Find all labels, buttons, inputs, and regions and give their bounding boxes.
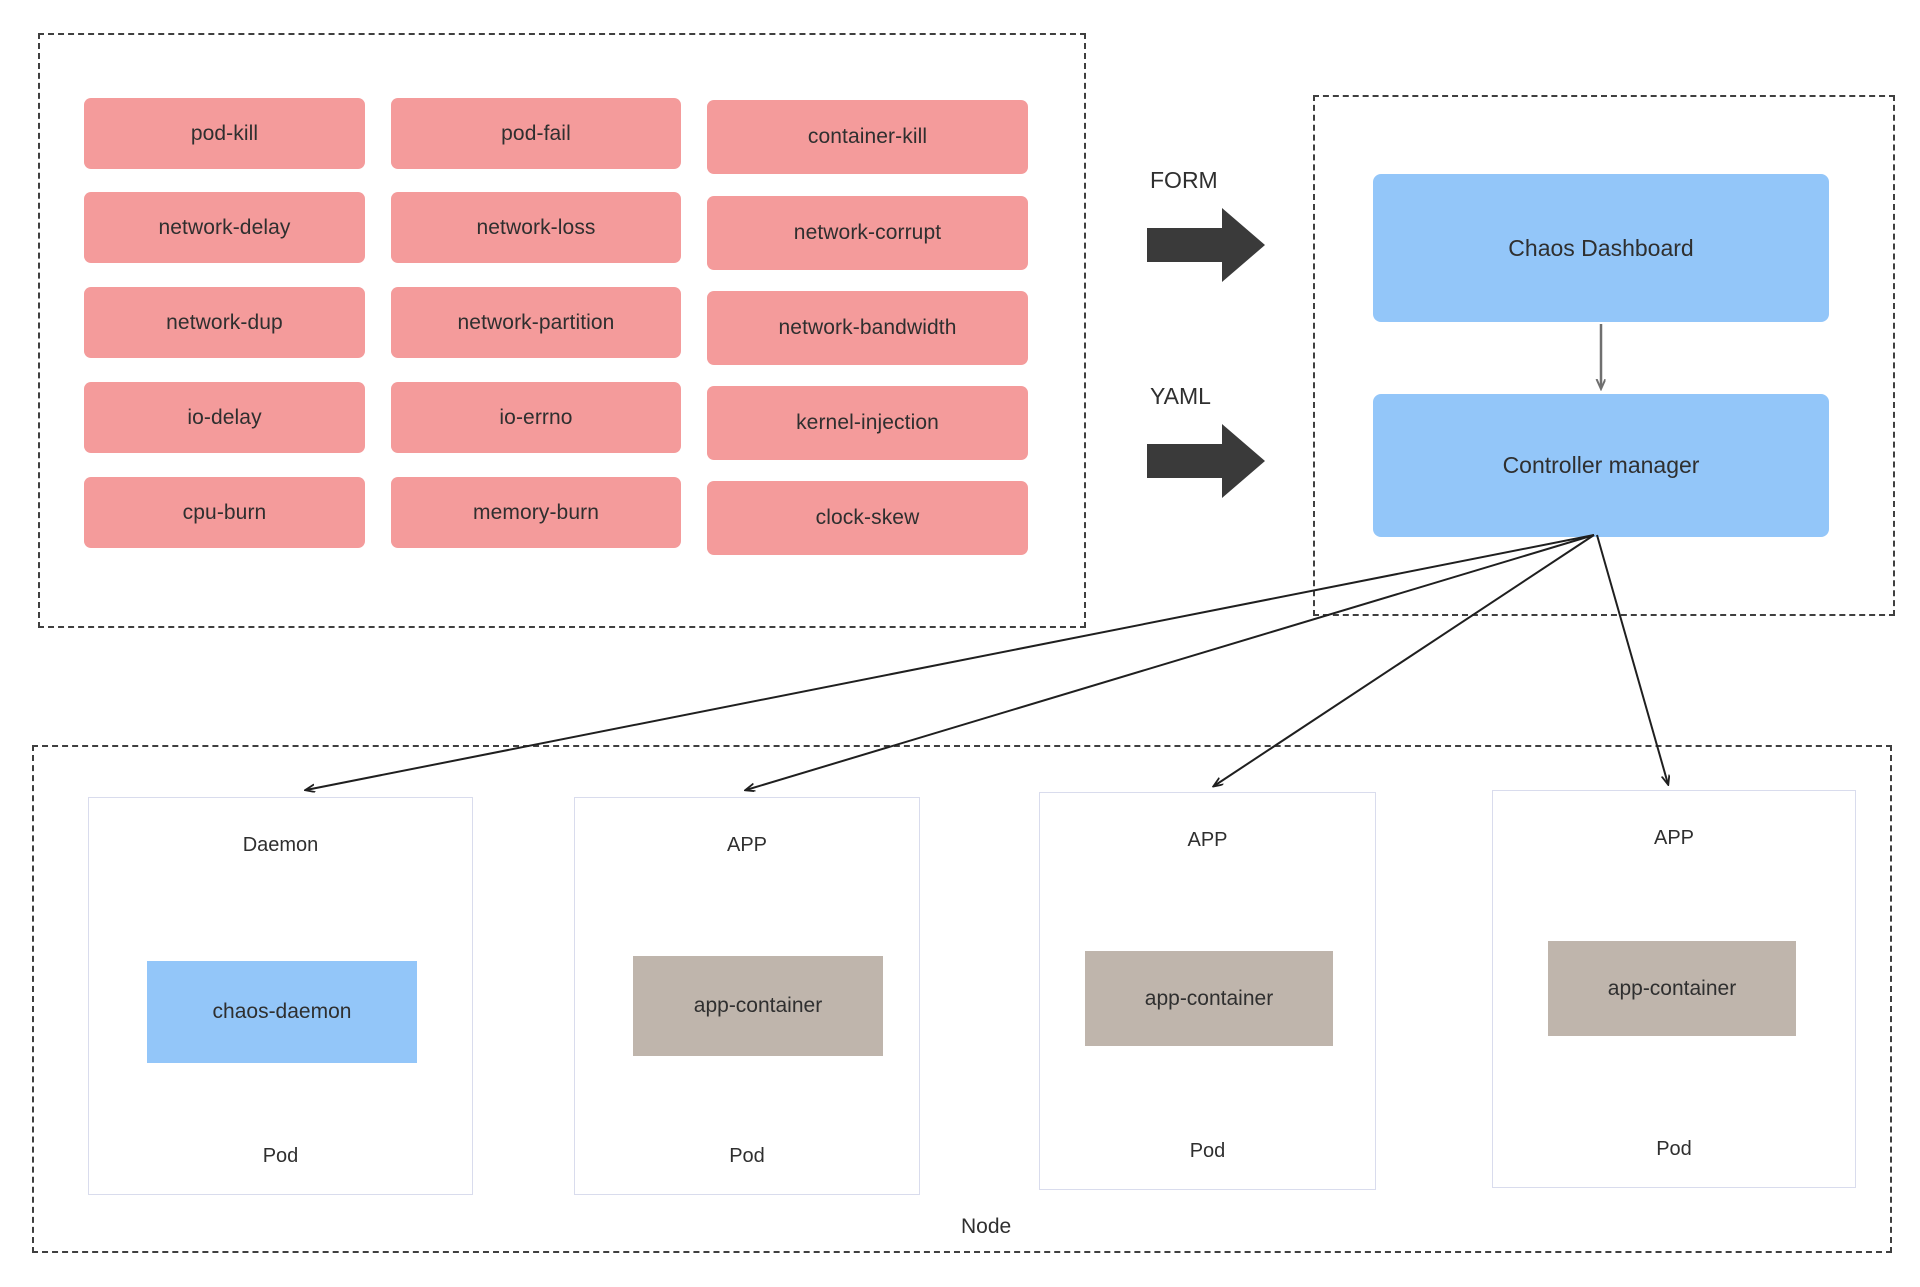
pod-bottom-label: Pod <box>729 1145 765 1167</box>
component-controller-manager[interactable]: Controller manager <box>1373 394 1829 537</box>
pod-top-label: Daemon <box>242 834 319 856</box>
chaos-type-kernel-injection[interactable]: kernel-injection <box>707 386 1028 460</box>
chaos-type-pod-kill[interactable]: pod-kill <box>84 98 365 169</box>
pod-card-daemon[interactable]: Daemon chaos-daemon Pod <box>88 797 473 1195</box>
pod-top-label: APP <box>1653 827 1695 849</box>
chaos-type-io-errno[interactable]: io-errno <box>391 382 681 453</box>
chaos-type-network-dup[interactable]: network-dup <box>84 287 365 358</box>
chaos-type-cpu-burn[interactable]: cpu-burn <box>84 477 365 548</box>
container-app-container[interactable]: app-container <box>633 956 883 1056</box>
form-arrow-icon <box>1147 208 1265 282</box>
container-app-container[interactable]: app-container <box>1085 951 1333 1046</box>
flow-label-form: FORM <box>1150 167 1218 193</box>
pod-top-label: APP <box>1187 829 1228 851</box>
chaos-type-container-kill[interactable]: container-kill <box>707 100 1028 174</box>
container-chaos-daemon[interactable]: chaos-daemon <box>147 961 417 1063</box>
pod-card-app-2[interactable]: APP app-container Pod <box>1039 792 1376 1190</box>
node-label: Node <box>961 1215 1012 1238</box>
pod-bottom-label: Pod <box>1189 1140 1226 1162</box>
chaos-type-io-delay[interactable]: io-delay <box>84 382 365 453</box>
pod-bottom-label: Pod <box>1656 1138 1692 1160</box>
container-app-container[interactable]: app-container <box>1548 941 1796 1036</box>
chaos-type-network-loss[interactable]: network-loss <box>391 192 681 263</box>
chaos-type-network-bandwidth[interactable]: network-bandwidth <box>707 291 1028 365</box>
chaos-type-pod-fail[interactable]: pod-fail <box>391 98 681 169</box>
chaos-type-clock-skew[interactable]: clock-skew <box>707 481 1028 555</box>
chaos-type-network-corrupt[interactable]: network-corrupt <box>707 196 1028 270</box>
pod-bottom-label: Pod <box>262 1145 299 1167</box>
pod-card-app-1[interactable]: APP app-container Pod <box>574 797 920 1195</box>
chaos-type-network-partition[interactable]: network-partition <box>391 287 681 358</box>
yaml-arrow-icon <box>1147 424 1265 498</box>
flow-label-yaml: YAML <box>1150 383 1211 409</box>
pod-card-app-3[interactable]: APP app-container Pod <box>1492 790 1856 1188</box>
chaos-type-network-delay[interactable]: network-delay <box>84 192 365 263</box>
pod-top-label: APP <box>726 834 768 856</box>
chaos-type-memory-burn[interactable]: memory-burn <box>391 477 681 548</box>
component-chaos-dashboard[interactable]: Chaos Dashboard <box>1373 174 1829 322</box>
